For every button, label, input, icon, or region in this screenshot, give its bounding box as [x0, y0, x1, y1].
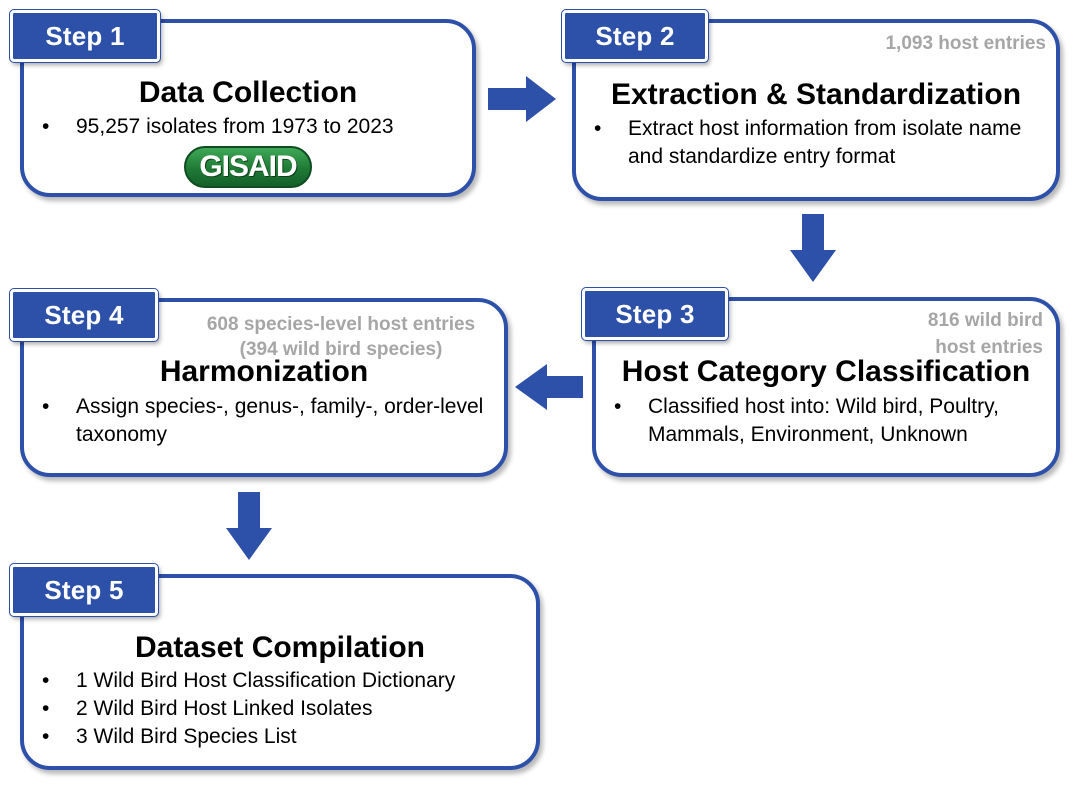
list-item: • Assign species-, genus-, family-, orde…	[40, 393, 490, 449]
bullet-dot: •	[42, 725, 50, 748]
bullet-dot: •	[614, 395, 622, 418]
step-3-note: 816 wild bird host entries	[927, 310, 1043, 358]
list-item: • 1 Wild Bird Host Classification Dictio…	[40, 667, 520, 695]
bullet-text: Classified host into: Wild bird, Poultry…	[648, 395, 999, 446]
bullet-dot: •	[42, 669, 50, 692]
step-1-tab: Step 1	[9, 9, 161, 63]
list-item: • 95,257 isolates from 1973 to 2023	[40, 113, 460, 141]
step-5-bullets: • 1 Wild Bird Host Classification Dictio…	[40, 667, 520, 751]
list-item: • 2 Wild Bird Host Linked Isolates	[40, 695, 520, 723]
arrow-down-icon	[790, 214, 836, 282]
step-3-title: Host Category Classification	[621, 355, 1031, 388]
step-4-note-line-2: (394 wild bird species)	[239, 339, 443, 360]
step-2-note: 1,093 host entries	[885, 33, 1046, 54]
arrow-right-icon	[488, 76, 556, 122]
arrow-down-icon	[226, 492, 272, 560]
bullet-text: 2 Wild Bird Host Linked Isolates	[76, 697, 373, 720]
step-2-tab: Step 2	[561, 9, 709, 63]
step-5-title: Dataset Compilation	[134, 631, 426, 664]
list-item: • Extract host information from isolate …	[592, 115, 1022, 171]
step-5-box	[20, 574, 540, 770]
step-3-tab: Step 3	[581, 287, 729, 341]
step-4-title: Harmonization	[159, 355, 369, 388]
arrow-left-icon	[515, 364, 583, 410]
bullet-dot: •	[42, 115, 50, 138]
step-2-bullets: • Extract host information from isolate …	[592, 115, 1022, 171]
gisaid-logo: GISAID	[184, 146, 312, 188]
bullet-text: Extract host information from isolate na…	[628, 117, 1022, 168]
step-4-note-line-1: 608 species-level host entries	[206, 314, 476, 335]
bullet-dot: •	[42, 395, 50, 418]
list-item: • 3 Wild Bird Species List	[40, 723, 520, 751]
step-1-title: Data Collection	[138, 76, 358, 109]
bullet-text: Assign species-, genus-, family-, order-…	[76, 395, 484, 446]
bullet-text: 95,257 isolates from 1973 to 2023	[76, 115, 394, 138]
list-item: • Classified host into: Wild bird, Poult…	[612, 393, 1052, 449]
bullet-dot: •	[42, 697, 50, 720]
bullet-text: 1 Wild Bird Host Classification Dictiona…	[76, 669, 456, 692]
step-5-tab: Step 5	[9, 563, 159, 617]
bullet-text: 3 Wild Bird Species List	[76, 725, 297, 748]
bullet-dot: •	[594, 117, 602, 140]
step-2-title: Extraction & Standardization	[610, 78, 1022, 111]
step-3-bullets: • Classified host into: Wild bird, Poult…	[612, 393, 1052, 449]
step-1-bullets: • 95,257 isolates from 1973 to 2023	[40, 113, 460, 141]
step-4-tab: Step 4	[9, 288, 159, 342]
step-4-bullets: • Assign species-, genus-, family-, orde…	[40, 393, 490, 449]
